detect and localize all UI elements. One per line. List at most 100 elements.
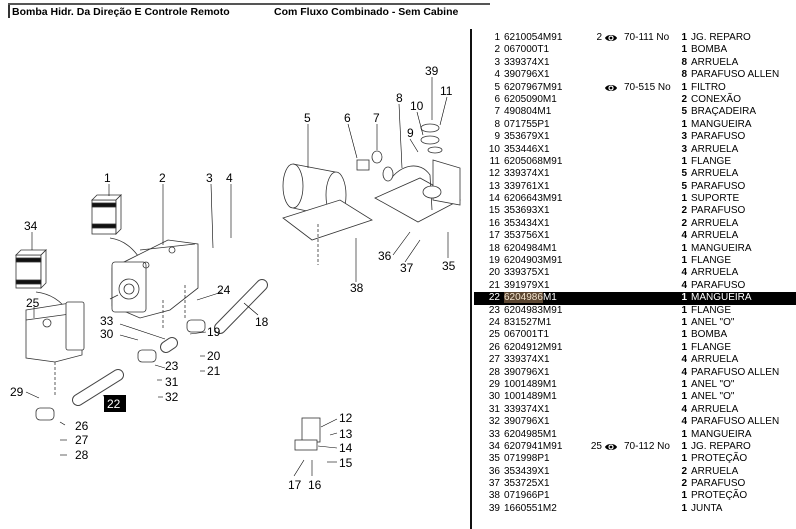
part-number: 6207941M91 (504, 440, 563, 452)
callout-22[interactable]: 22 (107, 397, 121, 411)
callout-27[interactable]: 27 (75, 433, 89, 447)
item-number: 17 (488, 230, 500, 242)
callout-8[interactable]: 8 (396, 91, 403, 105)
section-link[interactable]: 70-111 No (624, 32, 670, 43)
callout-37[interactable]: 37 (400, 261, 414, 275)
callout-31[interactable]: 31 (165, 375, 179, 389)
quantity: 4 (681, 267, 687, 279)
panel-divider (470, 29, 472, 529)
callout-22-highlight[interactable]: 22 (104, 395, 126, 412)
part-number: 6204985M1 (504, 428, 557, 440)
eye-icon[interactable] (604, 442, 618, 452)
callout-6[interactable]: 6 (344, 111, 351, 125)
quantity: 5 (681, 168, 687, 180)
callout-24[interactable]: 24 (217, 283, 231, 297)
callout-3[interactable]: 3 (206, 171, 213, 185)
callout-20[interactable]: 20 (207, 349, 221, 363)
callout-32[interactable]: 32 (165, 390, 179, 404)
eye-icon[interactable] (604, 33, 618, 43)
callout-34[interactable]: 34 (24, 219, 38, 233)
description: BOMBA (691, 329, 728, 341)
callout-14[interactable]: 14 (339, 441, 353, 455)
callout-9[interactable]: 9 (407, 126, 414, 140)
callout-17[interactable]: 17 (288, 478, 302, 492)
callout-13[interactable]: 13 (339, 427, 353, 441)
callout-19[interactable]: 19 (207, 325, 221, 339)
callout-36[interactable]: 36 (378, 249, 392, 263)
eye-icon[interactable] (604, 83, 618, 93)
callout-38[interactable]: 38 (350, 281, 364, 295)
callout-33[interactable]: 33 (100, 314, 114, 328)
section-link[interactable]: 70-112 No (624, 440, 670, 452)
description: ARRUELA (691, 403, 739, 415)
item-number: 22 (488, 292, 500, 304)
callout-21[interactable]: 21 (207, 364, 221, 378)
callout-25[interactable]: 25 (26, 296, 40, 310)
callout-labels: 1 2 3 4 5 6 7 8 9 10 11 12 13 14 15 16 1… (10, 64, 456, 492)
callout-30[interactable]: 30 (100, 327, 114, 341)
quantity: 1 (681, 255, 687, 267)
callout-1[interactable]: 1 (104, 171, 111, 185)
section-link[interactable]: 70-515 No (624, 81, 671, 93)
item-number: 34 (488, 440, 500, 452)
callout-29[interactable]: 29 (10, 385, 24, 399)
callout-12[interactable]: 12 (339, 411, 353, 425)
callout-15[interactable]: 15 (339, 456, 353, 470)
callout-18[interactable]: 18 (255, 315, 269, 329)
callout-5[interactable]: 5 (304, 111, 311, 125)
callout-10[interactable]: 10 (410, 99, 424, 113)
callout-35[interactable]: 35 (442, 259, 456, 273)
callout-2[interactable]: 2 (159, 171, 166, 185)
callout-4[interactable]: 4 (226, 171, 233, 185)
callout-28[interactable]: 28 (75, 448, 89, 462)
parts-diagram[interactable]: 1 2 3 4 5 6 7 8 9 10 11 12 13 14 15 16 1… (0, 28, 468, 529)
callout-39[interactable]: 39 (425, 64, 439, 78)
callout-7[interactable]: 7 (373, 111, 380, 125)
callout-26[interactable]: 26 (75, 419, 89, 433)
callout-16[interactable]: 16 (308, 478, 322, 492)
callout-23[interactable]: 23 (165, 359, 179, 373)
callout-11[interactable]: 11 (440, 84, 453, 98)
item-number: 9 (494, 131, 500, 143)
